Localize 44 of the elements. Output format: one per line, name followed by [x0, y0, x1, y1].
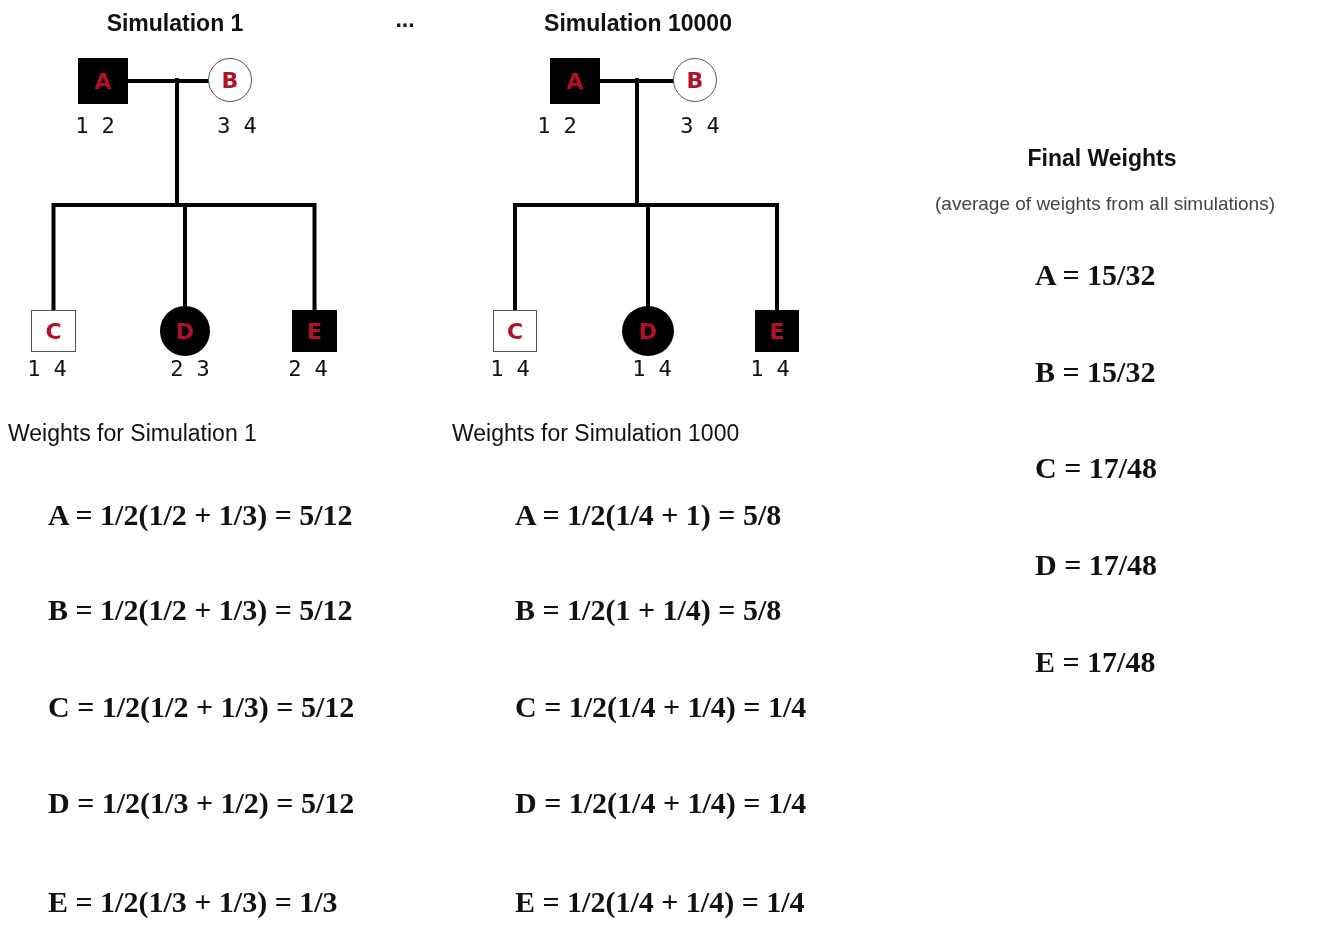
unaffected-male-square: C [493, 310, 537, 352]
genotype-label: 1 4 [27, 356, 67, 381]
descent-line [175, 78, 317, 312]
weight-formula: C = 17/48 [1035, 451, 1158, 485]
weight-formula: D = 17/48 [1035, 548, 1158, 582]
ellipsis: ... [395, 6, 415, 33]
weight-formula: C = 1/2(1/2 + 1/3) = 5/12 [48, 690, 355, 724]
unaffected-female-circle: B [208, 58, 252, 102]
unaffected-male-square: C [31, 310, 76, 352]
genotype-label: 1 4 [750, 356, 790, 381]
genotype-label: 3 4 [217, 113, 257, 138]
genotype-label: 1 4 [632, 356, 672, 381]
section-title: Weights for Simulation 1 [8, 420, 257, 447]
weight-formula: B = 1/2(1 + 1/4) = 5/8 [515, 593, 782, 627]
genotype-label: 1 2 [75, 113, 115, 138]
affected-male-square: E [292, 310, 337, 352]
genotype-label: 2 4 [288, 356, 328, 381]
panel-title: Simulation 1 [106, 10, 244, 37]
section-title: Final Weights [1027, 145, 1177, 172]
genotype-label: 1 2 [537, 113, 577, 138]
genotype-label: 3 4 [680, 113, 720, 138]
genotype-label: 2 3 [170, 356, 210, 381]
genotype-label: 1 4 [490, 356, 530, 381]
affected-male-square: A [78, 58, 128, 104]
weight-formula: E = 1/2(1/4 + 1/4) = 1/4 [515, 885, 805, 919]
affected-male-square: E [755, 310, 799, 352]
weight-formula: A = 1/2(1/2 + 1/3) = 5/12 [48, 498, 353, 532]
weight-formula: B = 15/32 [1035, 355, 1156, 389]
descent-line [635, 78, 779, 312]
weight-formula: E = 1/2(1/3 + 1/3) = 1/3 [48, 885, 338, 919]
weight-formula: D = 1/2(1/4 + 1/4) = 1/4 [515, 786, 807, 820]
weight-formula: A = 1/2(1/4 + 1) = 5/8 [515, 498, 782, 532]
weight-formula: B = 1/2(1/2 + 1/3) = 5/12 [48, 593, 353, 627]
affected-female-circle: D [160, 306, 210, 356]
weight-formula: A = 15/32 [1035, 258, 1156, 292]
affected-male-square: A [550, 58, 600, 104]
weight-formula: C = 1/2(1/4 + 1/4) = 1/4 [515, 690, 807, 724]
unaffected-female-circle: B [673, 58, 717, 102]
weight-formula: D = 1/2(1/3 + 1/2) = 5/12 [48, 786, 355, 820]
subtitle: (average of weights from all simulations) [935, 193, 1275, 215]
panel-title: Simulation 10000 [544, 10, 732, 37]
affected-female-circle: D [622, 306, 674, 356]
section-title: Weights for Simulation 1000 [452, 420, 740, 447]
weight-formula: E = 17/48 [1035, 645, 1156, 679]
